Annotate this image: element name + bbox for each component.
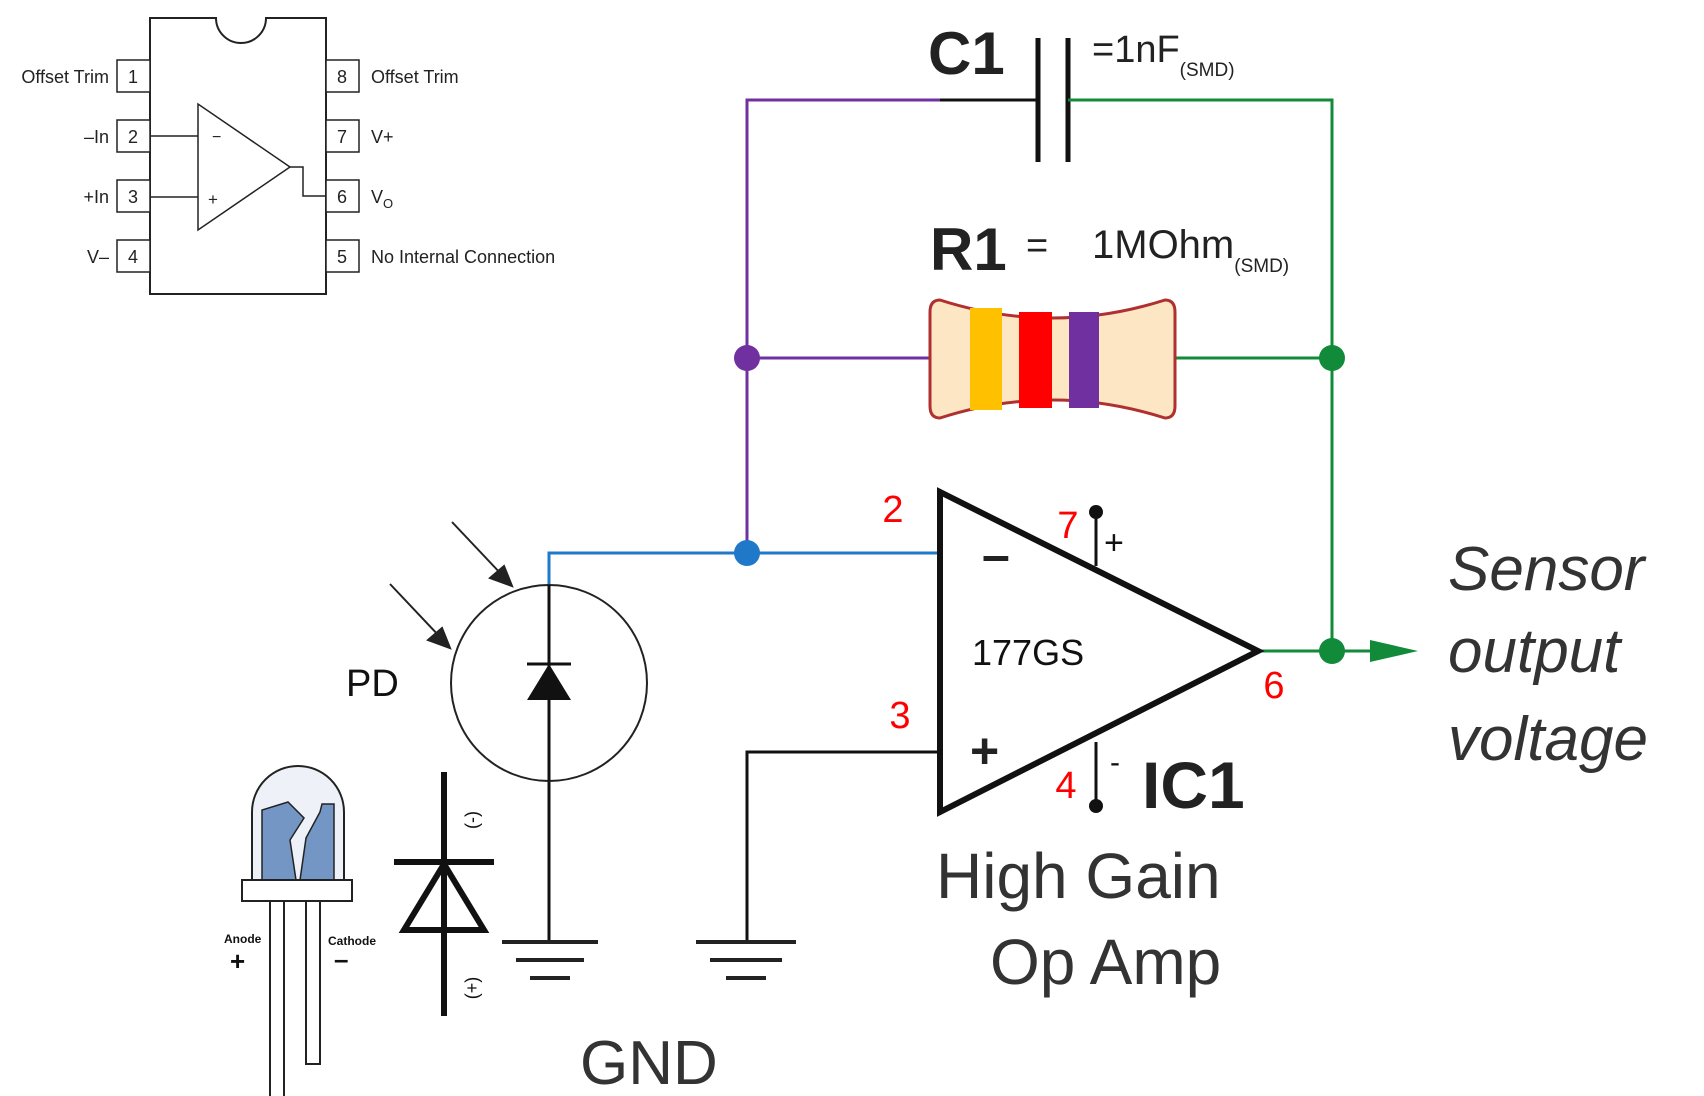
purple-feedback-wire	[745, 98, 1028, 553]
resistor-r1	[928, 298, 1177, 420]
pin-2: 2 –In	[84, 119, 151, 153]
opamp-plus-sign: +	[970, 723, 999, 779]
led-illustration	[241, 765, 353, 1096]
pin-5-label: No Internal Connection	[371, 247, 555, 267]
led-anode-label: Anode	[224, 932, 262, 946]
pin-5: 5 No Internal Connection	[325, 239, 555, 273]
pin-8-number: 8	[337, 67, 347, 87]
pin-2-number: 2	[128, 127, 138, 147]
blue-input-wire	[547, 551, 940, 660]
supply-minus-sign: -	[1110, 746, 1120, 779]
pin-6: 6 VO	[325, 179, 393, 213]
led-cathode-label: Cathode	[328, 934, 376, 948]
output-label-line1: Sensor	[1448, 535, 1647, 604]
opamp-desc-line2: Op Amp	[990, 926, 1221, 998]
pin-6-number: 6	[337, 187, 347, 207]
pin-label-inverting: 2	[882, 489, 903, 531]
ground-symbol-left	[502, 940, 598, 980]
pin-8: 8 Offset Trim	[325, 59, 459, 93]
output-label-line3: voltage	[1448, 705, 1648, 774]
pin-1-number: 1	[128, 67, 138, 87]
photodiode-symbol	[450, 584, 648, 782]
junction-green-output	[1319, 638, 1345, 664]
pin-3-label: +In	[83, 187, 109, 207]
photodiode-label: PD	[346, 663, 399, 705]
output-label: Sensor output voltage	[1448, 535, 1648, 774]
noninverting-ground-wire	[745, 750, 940, 942]
resistor-value: 1MOhm(SMD)	[1092, 223, 1289, 277]
pin-4: 4 V–	[87, 239, 151, 273]
output-arrow-icon	[1370, 640, 1418, 662]
pin-7-number: 7	[337, 127, 347, 147]
capacitor-name: C1	[928, 20, 1005, 87]
pin-7: 7 V+	[325, 119, 394, 153]
junction-blue-input	[734, 540, 760, 566]
capacitor-c1	[940, 38, 1135, 162]
ground-label: GND	[580, 1029, 718, 1096]
junction-purple-resistor	[734, 345, 760, 371]
led-anode-sign: +	[230, 946, 245, 976]
pinout-minus-sign: −	[212, 129, 221, 146]
opamp-triangle	[937, 487, 1265, 817]
pin-6-label: VO	[371, 187, 393, 211]
capacitor-value: =1nF(SMD)	[1092, 29, 1235, 81]
opamp-minus-sign: –	[982, 527, 1010, 583]
output-label-line2: output	[1448, 617, 1623, 686]
pin-8-label: Offset Trim	[371, 67, 459, 87]
pin-1-label: Offset Trim	[21, 67, 109, 87]
resistor-band-1	[970, 308, 1002, 410]
pin-label-vminus: 4	[1055, 765, 1076, 807]
resistor-eq: =	[1026, 225, 1048, 267]
pinout-opamp-symbol	[150, 102, 326, 232]
supply-plus-sign: +	[1104, 524, 1124, 562]
pinout-plus-sign: +	[208, 190, 218, 209]
pin-3-number: 3	[128, 187, 138, 207]
diode-bottom-mark: (+)	[462, 977, 482, 1000]
pin-3: 3 +In	[83, 179, 151, 213]
pin-1: 1 Offset Trim	[21, 59, 151, 93]
resistor-band-3	[1069, 312, 1099, 408]
ic-pinout: 1 Offset Trim 2 –In 3 +In 4 V– 8 Offset …	[21, 17, 555, 295]
led-cathode-sign: –	[334, 944, 348, 974]
vplus-terminal	[1089, 505, 1103, 519]
ground-symbol-right	[696, 940, 796, 980]
pin-5-number: 5	[337, 247, 347, 267]
pin-label-noninverting: 3	[889, 695, 910, 737]
pin-label-output: 6	[1263, 665, 1284, 707]
resistor-name: R1	[930, 216, 1007, 283]
opamp-desc-line1: High Gain	[936, 840, 1221, 912]
pin-7-label: V+	[371, 127, 394, 147]
ic-name: IC1	[1142, 748, 1245, 822]
light-arrow-icon	[389, 521, 514, 650]
vminus-terminal	[1089, 799, 1103, 813]
green-feedback-wire	[1075, 98, 1334, 651]
diode-top-mark: (-)	[462, 811, 482, 829]
junction-green-resistor	[1319, 345, 1345, 371]
pin-4-label: V–	[87, 247, 109, 267]
resistor-band-2	[1019, 312, 1052, 408]
pin-2-label: –In	[84, 127, 109, 147]
pin-label-vplus: 7	[1057, 505, 1078, 547]
opamp-model: 177GS	[972, 632, 1084, 673]
pin-4-number: 4	[128, 247, 138, 267]
diode-symbol	[394, 772, 494, 1016]
